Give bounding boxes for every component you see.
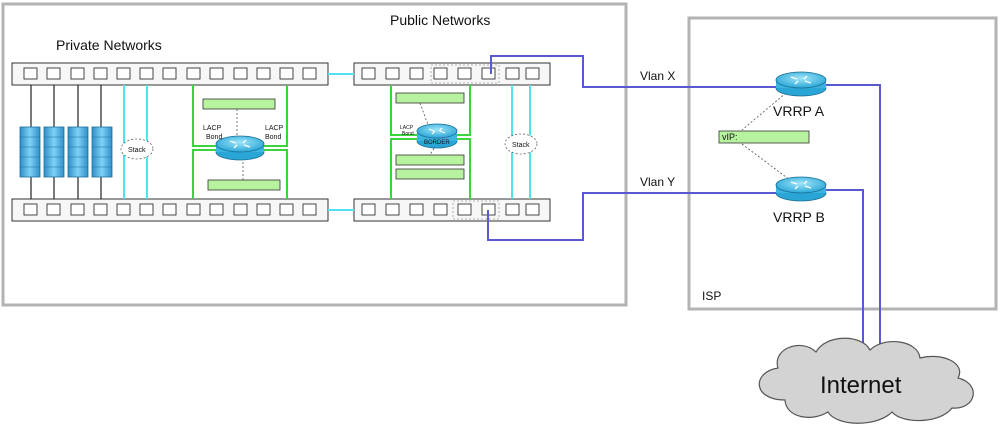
vip-label: vIP:	[722, 132, 738, 142]
vrrp-b-router-icon	[775, 176, 827, 202]
server-icon	[19, 126, 41, 178]
lacp-bond-label: LACP	[400, 125, 414, 131]
switch-port	[279, 203, 294, 216]
private-networks-label: Private Networks	[56, 37, 162, 53]
switch-port	[23, 203, 38, 216]
lacp-bond-label: LACP	[203, 125, 222, 132]
label-bar	[395, 92, 465, 104]
switch-port	[525, 67, 540, 80]
vlan-links	[487, 55, 881, 348]
switch-port	[116, 203, 131, 216]
label-bar	[202, 98, 276, 110]
internet-label: Internet	[820, 372, 902, 399]
label-bar	[207, 179, 281, 191]
lacp-bond-label: LACP	[265, 125, 284, 132]
server-icon	[91, 126, 113, 178]
switch-port	[70, 67, 85, 80]
switch-port	[233, 203, 248, 216]
isp-enclosure	[687, 16, 998, 311]
switch-port	[433, 67, 448, 80]
switch-port	[505, 203, 520, 216]
switch-port	[46, 67, 61, 80]
switch-port	[409, 203, 424, 216]
switch-port	[302, 203, 317, 216]
switch-port	[302, 67, 317, 80]
switch-port	[139, 67, 154, 80]
switch-port	[162, 203, 177, 216]
stack-ellipse-public	[504, 133, 538, 155]
switch-port	[139, 203, 154, 216]
switch-port	[279, 67, 294, 80]
vip-bar	[718, 130, 810, 144]
switch-port	[256, 67, 271, 80]
label-bars	[202, 92, 465, 191]
switch-port	[457, 67, 472, 80]
internet-cloud-icon	[758, 337, 974, 424]
vlan-y-label: Vlan Y	[640, 175, 675, 189]
switch-port	[93, 203, 108, 216]
switch-port	[233, 67, 248, 80]
vrrp-a-label: VRRP A	[773, 103, 825, 119]
switch-port	[186, 67, 201, 80]
switch-port	[186, 203, 201, 216]
vrrp-b-label: VRRP B	[773, 209, 825, 225]
stack-links	[123, 73, 531, 211]
lacp-bond-label: Bond	[402, 131, 414, 137]
switch-port	[385, 203, 400, 216]
lacp-links-private	[192, 85, 288, 199]
public-networks-label: Public Networks	[390, 12, 490, 28]
public-switch-top	[353, 62, 551, 86]
server-icon	[67, 126, 89, 178]
switch-port	[361, 203, 376, 216]
switch-port	[361, 67, 376, 80]
server-links	[30, 85, 102, 199]
isp-label: ISP	[702, 289, 721, 303]
switch-port	[209, 67, 224, 80]
datacenter-enclosure	[1, 2, 628, 307]
lacp-bond-label: Bond	[206, 134, 222, 141]
vrrp-a-router-icon	[775, 71, 827, 97]
switch-port	[23, 67, 38, 80]
border-router-label: BORDER	[424, 140, 450, 146]
switch-port	[162, 67, 177, 80]
switch-port	[409, 67, 424, 80]
stack-label-private: Stack	[128, 147, 146, 154]
switch-port	[481, 67, 496, 80]
switch-port	[70, 203, 85, 216]
server-rack	[19, 126, 113, 178]
lacp-links-public	[390, 85, 471, 199]
border-router-icon	[416, 123, 458, 149]
switch-port	[209, 203, 224, 216]
public-switch-bottom	[353, 198, 551, 222]
label-bar	[395, 168, 465, 180]
server-icon	[43, 126, 65, 178]
switch-port	[525, 203, 540, 216]
stack-ellipse-private	[120, 138, 154, 160]
label-bar	[395, 154, 465, 166]
lacp-bond-label: Bond	[265, 134, 281, 141]
switch-port	[93, 67, 108, 80]
switch-port	[385, 67, 400, 80]
vlan-x-label: Vlan X	[640, 69, 675, 83]
switch-port	[457, 203, 472, 216]
port-group-highlight-top	[430, 64, 500, 84]
switch-ports	[23, 67, 540, 216]
switch-port	[116, 67, 131, 80]
switch-port	[256, 203, 271, 216]
switch-port	[46, 203, 61, 216]
switch-port	[505, 67, 520, 80]
private-router-icon	[215, 135, 265, 161]
stack-label-public: Stack	[512, 142, 530, 149]
switch-port	[433, 203, 448, 216]
